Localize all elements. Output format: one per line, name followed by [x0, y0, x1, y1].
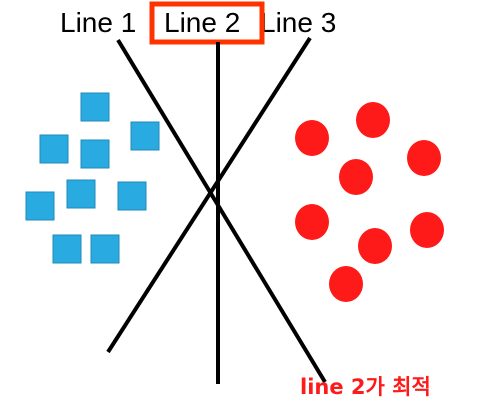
- line-3: [106, 36, 312, 354]
- square-point: [25, 191, 55, 221]
- square-point: [80, 139, 110, 169]
- circle-point: [358, 228, 392, 264]
- circle-point: [295, 204, 329, 240]
- square-point: [80, 92, 110, 122]
- circle-cluster: [295, 102, 444, 302]
- circle-point: [356, 102, 390, 138]
- circle-point: [410, 212, 444, 248]
- circle-point: [407, 140, 441, 176]
- square-point: [52, 234, 82, 264]
- line-1: [116, 38, 327, 384]
- circle-point: [295, 120, 329, 156]
- square-point: [39, 134, 69, 164]
- square-point: [90, 234, 120, 264]
- line-2-highlight-box: [149, 1, 265, 45]
- line-1-label: Line 1: [60, 7, 136, 38]
- line-2-label: Line 2: [164, 7, 240, 38]
- optimal-line-caption: line 2가 최적: [300, 375, 431, 399]
- circle-point: [329, 266, 363, 302]
- square-point: [66, 179, 96, 209]
- square-cluster: [25, 92, 160, 264]
- line-3-label: Line 3: [260, 7, 336, 38]
- square-point: [130, 121, 160, 151]
- square-point: [117, 181, 147, 211]
- circle-point: [339, 159, 373, 195]
